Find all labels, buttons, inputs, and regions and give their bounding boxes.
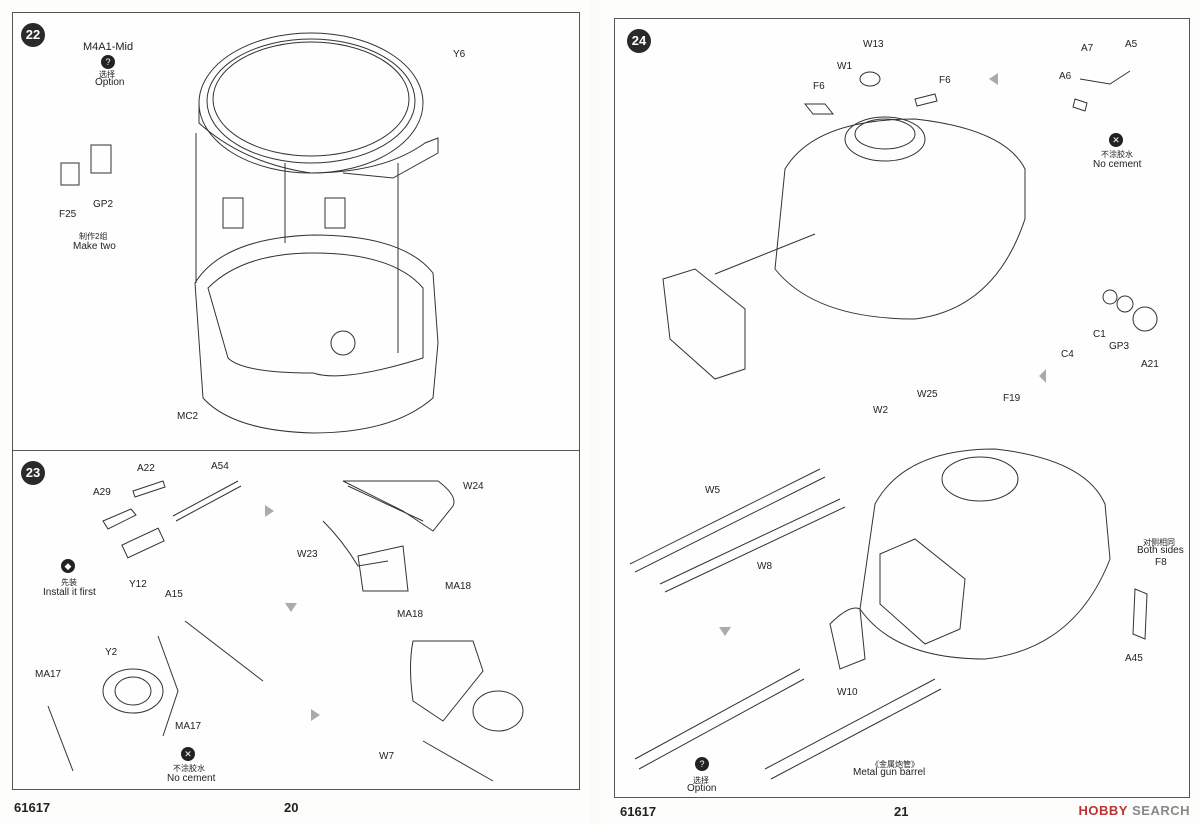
step-23-badge: 23 <box>21 461 45 485</box>
step-22-badge: 22 <box>21 23 45 47</box>
part-a6-label: A6 <box>1059 71 1072 82</box>
option-en-right-label: Option <box>687 783 717 794</box>
no-cement-en-label: No cement <box>167 773 216 784</box>
part-ma17a-label: MA17 <box>35 669 62 680</box>
part-y12-label: Y12 <box>129 579 147 590</box>
both-sides-cn-label: 对侧相同 <box>1143 538 1175 547</box>
part-a5-label: A5 <box>1125 39 1138 50</box>
kit-number-left: 61617 <box>14 800 51 815</box>
no-cement-en-right-label: No cement <box>1093 159 1142 170</box>
step-24-panel: 24 <box>614 18 1190 798</box>
machine-gun-drawing <box>47 480 524 782</box>
turret-ring-drawing <box>60 32 439 434</box>
part-w2-label: W2 <box>873 405 888 416</box>
option-cn-right-label: 选择 <box>693 776 709 785</box>
watermark-brand-a: HOBBY <box>1078 803 1128 818</box>
part-f8-label: F8 <box>1155 557 1167 568</box>
part-w7-label: W7 <box>379 751 394 762</box>
part-a54-label: A54 <box>211 461 229 472</box>
no-cement-cn-label: 不涂胶水 <box>173 764 205 773</box>
part-f6a-label: F6 <box>813 81 825 92</box>
part-w24-label: W24 <box>463 481 484 492</box>
flow-arrow-4-icon <box>989 73 998 85</box>
make-two-cn-label: 制作2组 <box>79 232 108 241</box>
both-sides-en-label: Both sides <box>1137 545 1184 556</box>
part-a7-label: A7 <box>1081 43 1094 54</box>
option-icon: ? <box>101 55 115 69</box>
kit-number-right: 61617 <box>620 804 657 819</box>
part-a22-label: A22 <box>137 463 155 474</box>
part-ma17b-label: MA17 <box>175 721 202 732</box>
watermark: HOBBY SEARCH <box>1079 803 1190 818</box>
step-22-panel: 22 M4A1-Mid ? 选择 Option Y6 F25 GP2 制作2组 … <box>12 12 580 451</box>
part-y6-label: Y6 <box>453 49 466 60</box>
metal-barrel-en-label: Metal gun barrel <box>853 767 926 778</box>
part-ma18a-label: MA18 <box>445 581 472 592</box>
part-f25-label: F25 <box>59 209 77 220</box>
option-cn-label: 选择 <box>99 70 115 79</box>
install-first-cn-label: 先装 <box>61 578 77 587</box>
variant-label: M4A1-Mid <box>83 41 134 53</box>
make-two-en-label: Make two <box>73 241 116 252</box>
part-gp2-label: GP2 <box>93 199 114 210</box>
part-a15-label: A15 <box>165 589 183 600</box>
install-first-icon: ◆ <box>61 559 75 573</box>
turret-assembly-drawing <box>629 70 1158 780</box>
step-24-badge: 24 <box>627 29 651 53</box>
part-w10-label: W10 <box>837 687 858 698</box>
part-w1-label: W1 <box>837 61 852 72</box>
part-ma18b-label: MA18 <box>397 609 424 620</box>
right-page: 24 <box>600 0 1200 824</box>
page-number-left: 20 <box>284 800 299 815</box>
page-number-right: 21 <box>894 804 909 819</box>
option-en-label: Option <box>95 77 125 88</box>
flow-arrow-1-icon <box>265 505 274 517</box>
flow-arrow-6-icon <box>719 627 731 636</box>
part-c1-label: C1 <box>1093 329 1106 340</box>
metal-barrel-cn-label: 《金属炮管》 <box>871 760 919 769</box>
no-cement-icon: ✕ <box>181 747 195 761</box>
part-f6b-label: F6 <box>939 75 951 86</box>
part-w25-label: W25 <box>917 389 938 400</box>
no-cement-cn-right-label: 不涂胶水 <box>1101 150 1133 159</box>
part-w5-label: W5 <box>705 485 720 496</box>
left-page: 22 M4A1-Mid ? 选择 Option Y6 F25 GP2 制作2组 … <box>0 0 590 824</box>
flow-arrow-2-icon <box>285 603 297 612</box>
part-w13-label: W13 <box>863 39 884 50</box>
part-w8-label: W8 <box>757 561 772 572</box>
part-a21-label: A21 <box>1141 359 1159 370</box>
part-mc2-label: MC2 <box>177 411 199 422</box>
part-a45-label: A45 <box>1125 653 1143 664</box>
part-a29-label: A29 <box>93 487 111 498</box>
option-icon-right: ? <box>695 757 709 771</box>
part-c4-label: C4 <box>1061 349 1074 360</box>
watermark-brand-b: SEARCH <box>1127 803 1190 818</box>
step-23-panel: 23 A22 A54 A29 Y12 A15 ◆ <box>12 450 580 790</box>
part-y2-label: Y2 <box>105 647 118 658</box>
flow-arrow-3-icon <box>311 709 320 721</box>
part-gp3-label: GP3 <box>1109 341 1130 352</box>
part-w23-label: W23 <box>297 549 318 560</box>
no-cement-icon-right: ✕ <box>1109 133 1123 147</box>
install-first-en-label: Install it first <box>43 587 96 598</box>
part-f19-label: F19 <box>1003 393 1021 404</box>
